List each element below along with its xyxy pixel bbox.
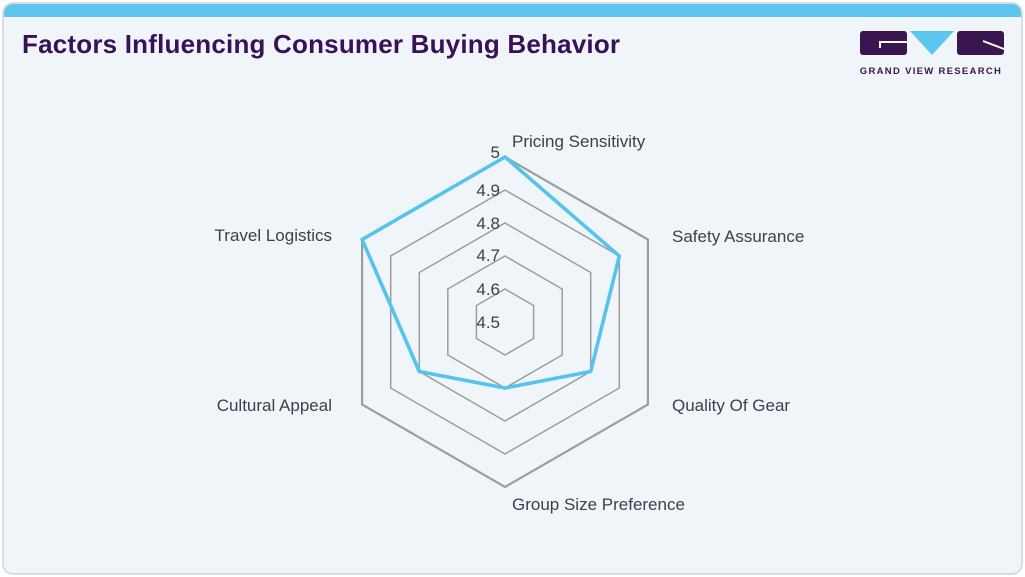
- logo-r-glyph: [982, 40, 1005, 50]
- logo-v-triangle: [910, 31, 954, 55]
- logo-g-glyph: [879, 41, 907, 48]
- gvr-logo-text: GRAND VIEW RESEARCH: [859, 66, 1003, 77]
- logo-r-block: [957, 31, 1004, 55]
- gvr-logo-mark: [860, 31, 1005, 55]
- accent-strip: [4, 4, 1021, 17]
- page-title: Factors Influencing Consumer Buying Beha…: [22, 29, 621, 59]
- gvr-logo: GRAND VIEW RESEARCH: [857, 30, 1005, 77]
